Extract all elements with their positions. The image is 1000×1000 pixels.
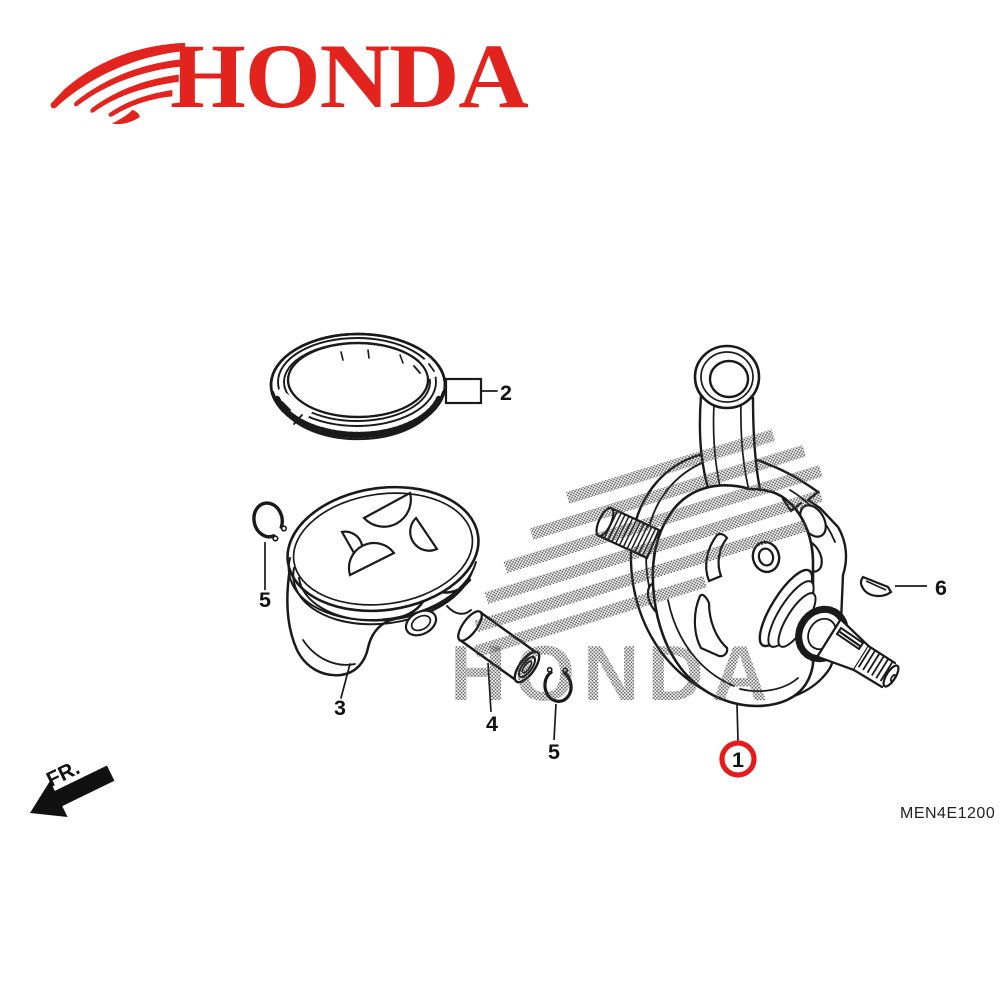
ring-set-bracket bbox=[444, 377, 483, 405]
callouts: 2 5 3 4 5 6 1 bbox=[259, 381, 947, 778]
part-code: MEN4E1200 bbox=[900, 805, 995, 822]
honda-logo: HONDA bbox=[50, 30, 529, 130]
callout-crankshaft: 1 bbox=[732, 748, 744, 772]
circlip-upper-drawing bbox=[252, 501, 288, 590]
callout-circlip-lower: 5 bbox=[548, 740, 560, 764]
watermark: HONDA bbox=[450, 429, 823, 717]
highlight-circle bbox=[719, 740, 757, 778]
fr-direction-arrow: FR. bbox=[30, 756, 115, 817]
circlip-lower-leader-line bbox=[553, 703, 557, 741]
watermark-text: HONDA bbox=[450, 629, 776, 717]
callout-piston-pin: 4 bbox=[486, 712, 498, 736]
piston-drawing bbox=[286, 485, 480, 699]
callout-ring-set: 2 bbox=[500, 381, 512, 405]
honda-wordmark: HONDA bbox=[170, 25, 529, 127]
woodruff-key-drawing bbox=[859, 575, 927, 598]
crankshaft-leader-line bbox=[736, 703, 739, 742]
circlip-lower-drawing bbox=[543, 666, 573, 741]
callout-key: 6 bbox=[935, 576, 947, 600]
callout-circlip-upper: 5 bbox=[259, 588, 271, 612]
fr-arrow-icon bbox=[30, 765, 115, 817]
piston-ring-set-drawing bbox=[262, 332, 498, 441]
honda-wing-icon bbox=[50, 42, 186, 125]
piston-leader-line bbox=[340, 663, 351, 699]
callout-piston: 3 bbox=[334, 696, 346, 720]
piston-pin-leader-line bbox=[487, 662, 492, 713]
